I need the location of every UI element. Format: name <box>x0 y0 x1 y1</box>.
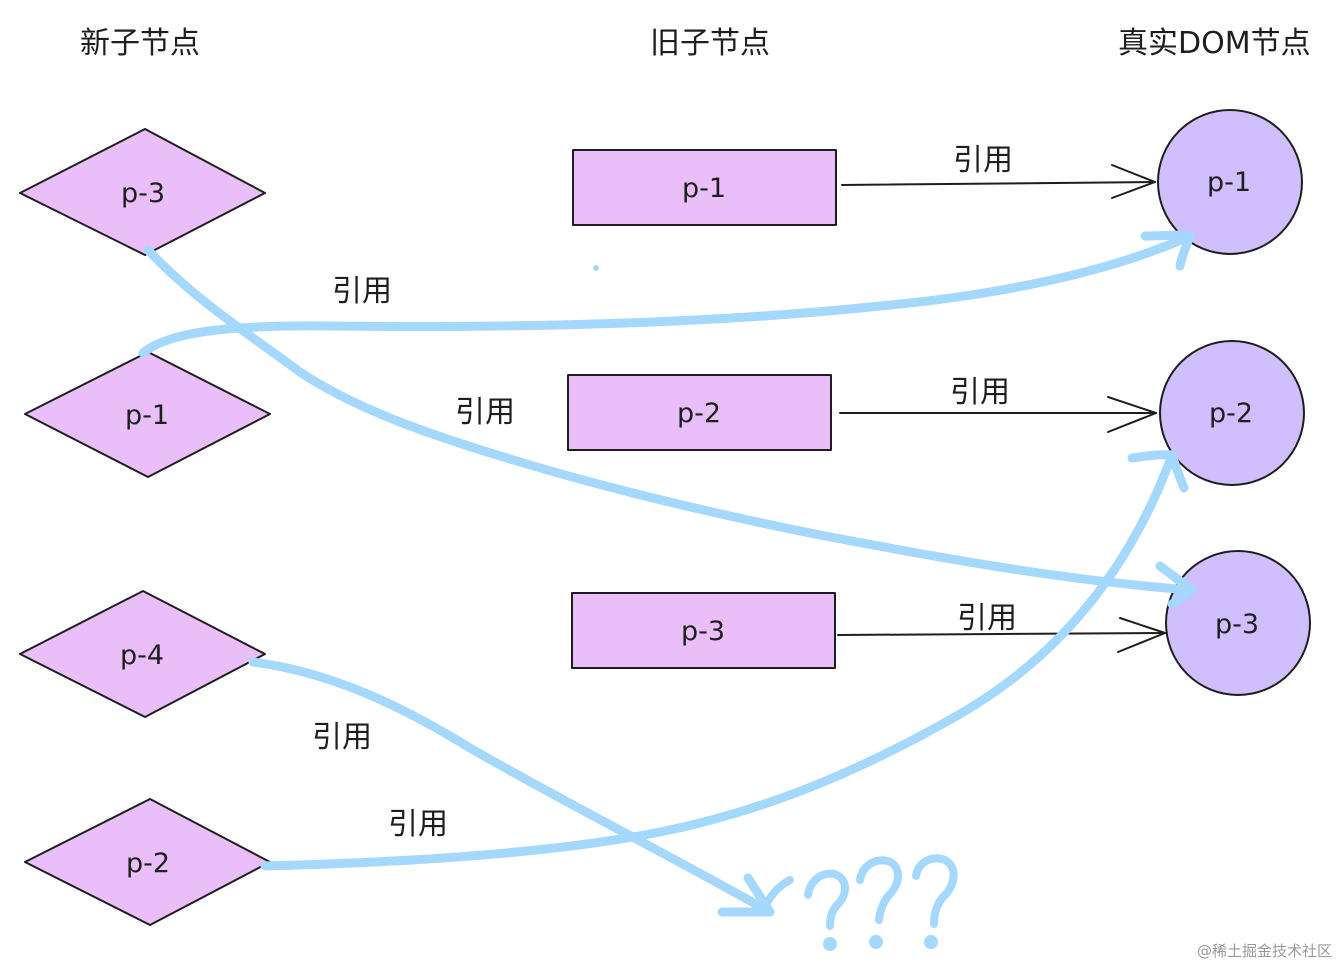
question-mark-icon <box>758 854 958 951</box>
old-node-1-label: p-1 <box>682 173 726 204</box>
arrow-head-icon <box>717 873 775 917</box>
arrow-head-icon <box>1155 561 1197 609</box>
new-node-4: p-2 <box>24 798 271 926</box>
old-node-2-label: p-2 <box>677 398 721 429</box>
header-real-dom: 真实DOM节点 <box>1118 26 1311 61</box>
old-node-3-label: p-3 <box>681 616 725 647</box>
new-p1-ref-arrow <box>138 230 1195 358</box>
arrow-head-icon <box>1111 164 1156 199</box>
old-p2-ref-label: 引用 <box>950 375 1010 410</box>
dom-node-2: p-2 <box>1159 340 1305 486</box>
watermark: @稀土掘金技术社区 <box>1196 942 1332 960</box>
new-node-1-label: p-3 <box>121 178 165 209</box>
new-node-2: p-1 <box>24 351 271 478</box>
old-p2-ref-arrow <box>839 396 1157 433</box>
new-p2-ref-arrow <box>260 450 1189 871</box>
dom-node-3: p-3 <box>1165 550 1311 696</box>
dom-node-3-label: p-3 <box>1215 609 1259 640</box>
new-node-2-label: p-1 <box>125 400 169 431</box>
new-p4-ref-arrow <box>248 657 775 917</box>
new-node-3: p-4 <box>19 590 266 718</box>
arrow-head-icon <box>1127 450 1189 493</box>
arrow-head-icon <box>1117 617 1166 653</box>
new-p2-ref-label: 引用 <box>388 807 448 842</box>
stray-dot <box>593 265 599 271</box>
old-p3-ref-arrow <box>837 617 1166 653</box>
new-p3-ref-arrow <box>143 245 1197 609</box>
new-node-3-label: p-4 <box>120 640 164 671</box>
old-node-1: p-1 <box>572 149 837 226</box>
new-node-4-label: p-2 <box>126 848 170 879</box>
new-p3-ref-label: 引用 <box>455 395 515 430</box>
old-p1-ref-arrow <box>841 164 1156 199</box>
dom-node-1: p-1 <box>1157 109 1303 255</box>
arrow-head-icon <box>1107 396 1157 433</box>
old-p1-ref-label: 引用 <box>953 143 1013 178</box>
dom-node-1-label: p-1 <box>1207 167 1251 198</box>
new-node-1: p-3 <box>19 128 266 256</box>
old-node-3: p-3 <box>571 592 836 669</box>
old-node-2: p-2 <box>567 374 832 451</box>
new-p4-ref-label: 引用 <box>312 720 372 755</box>
new-p1-ref-label: 引用 <box>332 274 392 309</box>
header-new-children: 新子节点 <box>80 26 200 61</box>
dom-node-2-label: p-2 <box>1209 398 1253 429</box>
arrow-head-icon <box>1140 230 1195 271</box>
header-old-children: 旧子节点 <box>650 26 770 61</box>
old-p3-ref-label: 引用 <box>957 601 1017 636</box>
